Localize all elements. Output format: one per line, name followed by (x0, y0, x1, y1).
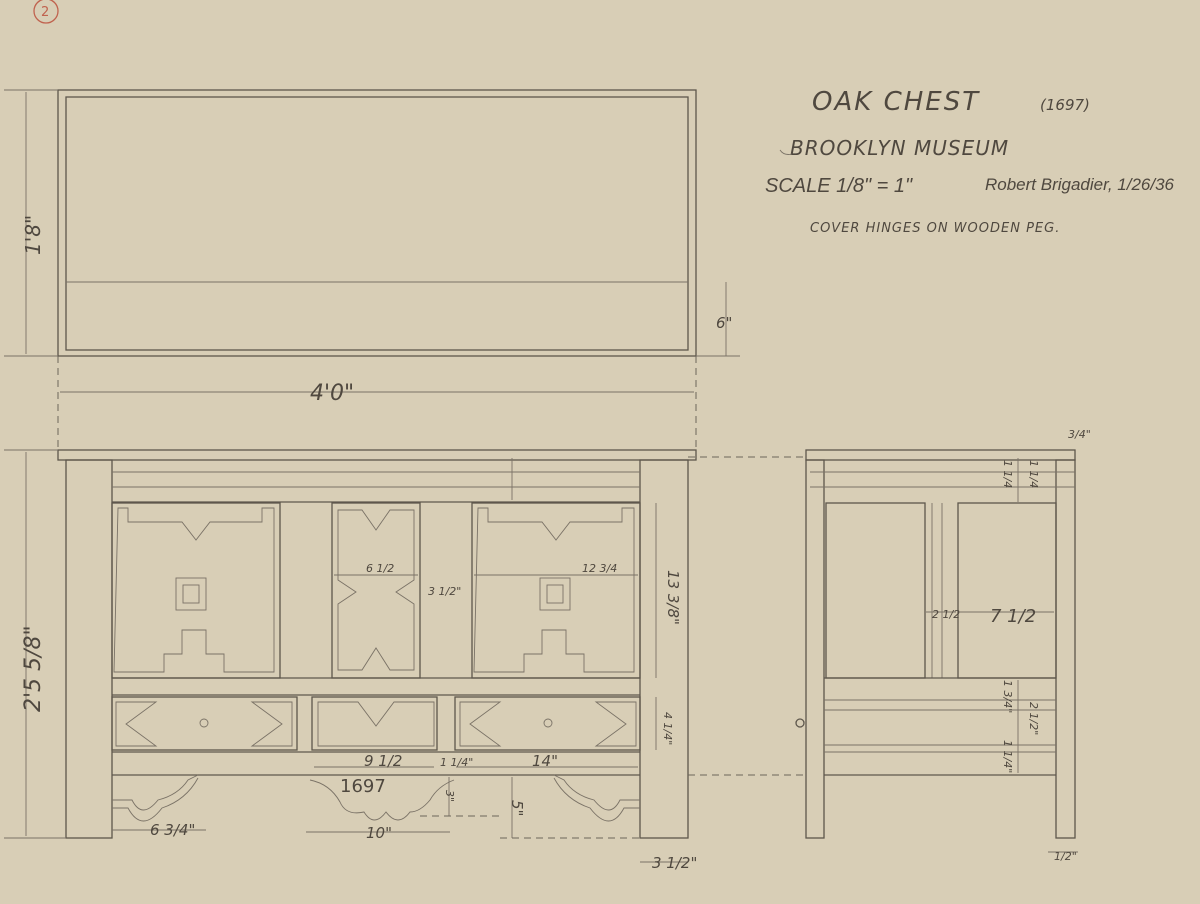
side-view: 3/4" 1 1/4 1 1/4 1 3/4" 2 1/2" 1 1/4" 2 … (795, 428, 1091, 863)
drawing-location: BROOKLYN MUSEUM (790, 136, 1009, 160)
stile-width-dim: 3 1/2" (428, 585, 461, 598)
lid-strip-dim: 6" (716, 314, 732, 332)
drawing-note: COVER HINGES ON WOODEN PEG. (810, 221, 1060, 236)
top-depth-dim: 1'8" (21, 215, 45, 255)
drawing-scale: SCALE 1/8" = 1" (765, 175, 913, 197)
side-drawer-width-dim: 14" (532, 752, 558, 770)
side-panel-width-dim: 7 1/2 (990, 606, 1036, 627)
panel-height-dim: 13 3/8" (664, 570, 682, 625)
rail-dim-1: 1 1/4 (1001, 460, 1014, 488)
center-apron-width-dim: 10" (366, 824, 392, 842)
apron-depth-dim: 3" (443, 790, 456, 802)
front-height-dim: 2'5 5/8" (21, 625, 46, 712)
rail-dim-2: 1 1/4 (1027, 460, 1040, 488)
center-drawer-width-dim: 9 1/2 (364, 752, 402, 770)
apron-date: 1697 (340, 776, 386, 797)
front-view: 1697 2'5 5/8" 13 3/8" 6 1/2 3 1/2" 12 3/… (4, 449, 806, 872)
rail-dim-3: 1 3/4" (1001, 680, 1014, 713)
leg-width-dim: 3 1/2" (652, 854, 697, 872)
side-apron-width-dim: 6 3/4" (150, 821, 195, 839)
muntin-width-dim: 2 1/2 (932, 608, 960, 621)
center-panel-width-dim: 6 1/2 (366, 562, 394, 575)
drawer-height-dim: 4 1/4" (661, 712, 674, 745)
rail-dim-5: 1 1/4" (1001, 740, 1014, 773)
top-width-dim: 4'0" (310, 381, 354, 406)
drawing-author: Robert Brigadier, 1/26/36 (985, 175, 1175, 194)
top-overhang-dim: 3/4" (1068, 428, 1091, 441)
title-block: OAK CHEST (1697) BROOKLYN MUSEUM SCALE 1… (765, 87, 1175, 236)
side-leg-width-dim: 1/2" (1054, 850, 1077, 863)
leg-clearance-dim: 5" (508, 800, 526, 816)
rail-dim-4: 2 1/2" (1027, 702, 1040, 735)
drawing-title: OAK CHEST (812, 87, 980, 117)
drawing-year: (1697) (1040, 96, 1090, 114)
top-view: 1'8" 6" 4'0" (4, 89, 740, 450)
drawer-gap-dim: 1 1/4" (440, 756, 473, 769)
corner-mark: 2 (41, 5, 49, 20)
side-panel-width-dim: 12 3/4 (582, 562, 617, 575)
corner-stamp (33, 0, 59, 24)
